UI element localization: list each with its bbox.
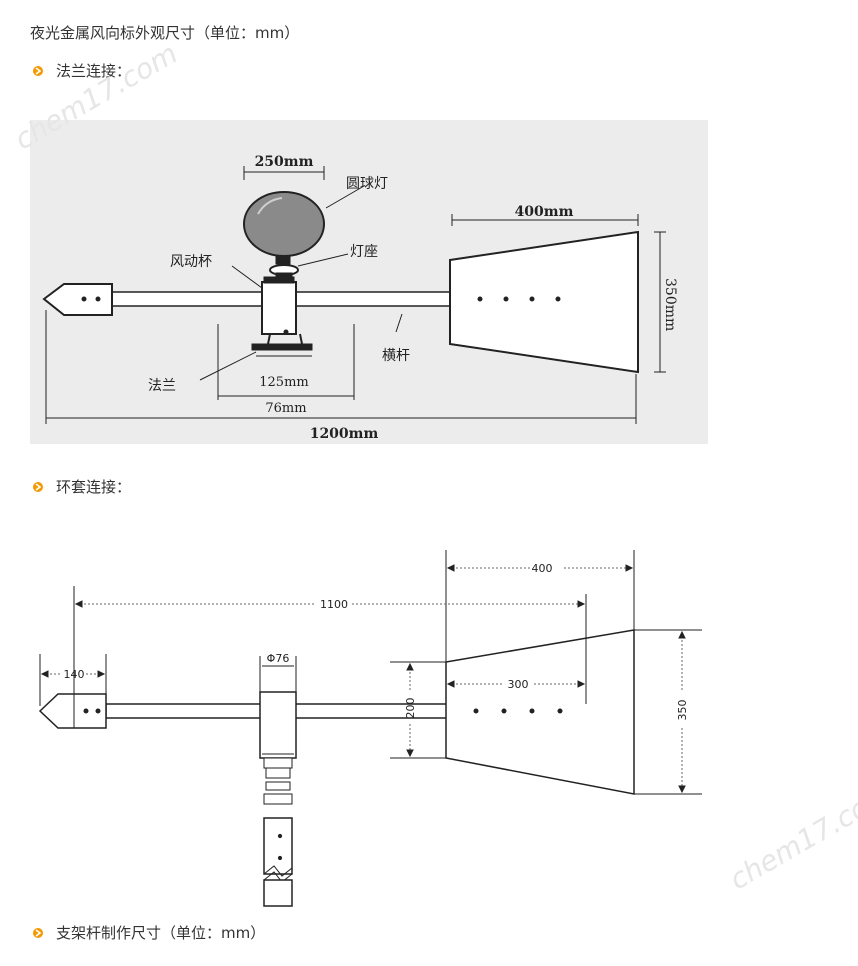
label-cup: 风动杯 bbox=[170, 254, 212, 270]
dim-pipe: 76mm bbox=[265, 401, 306, 416]
bullet-icon bbox=[32, 64, 46, 78]
label-crossbar: 横杆 bbox=[382, 348, 410, 364]
watermark: chem17.com bbox=[723, 776, 858, 897]
dim-ball: 250mm bbox=[255, 154, 314, 170]
dim-h1: 200 bbox=[404, 698, 417, 719]
label-flange: 法兰 bbox=[148, 378, 176, 394]
section-ring: 环套连接： bbox=[32, 476, 131, 497]
label-lamp-base: 灯座 bbox=[350, 244, 378, 260]
dim-length: 1100 bbox=[320, 598, 348, 611]
dim-head: 140 bbox=[64, 668, 85, 681]
dim-tail: 400 bbox=[532, 562, 553, 575]
dim-tail-h: 350mm bbox=[662, 278, 678, 331]
section-flange: 法兰连接： bbox=[32, 60, 131, 81]
bullet-icon bbox=[32, 926, 46, 940]
dim-inner: 300 bbox=[508, 678, 529, 691]
dim-pipe: Φ76 bbox=[267, 652, 290, 665]
section-ring-label: 环套连接： bbox=[56, 478, 132, 496]
dim-total: 1200mm bbox=[310, 426, 379, 442]
section-bracket-label: 支架杆制作尺寸（单位：mm） bbox=[56, 924, 266, 942]
dim-h2: 350 bbox=[676, 700, 689, 721]
section-flange-label: 法兰连接： bbox=[56, 62, 132, 80]
page-title: 夜光金属风向标外观尺寸（单位：mm） bbox=[30, 24, 300, 42]
label-ball-lamp: 圆球灯 bbox=[346, 176, 388, 192]
ring-diagram: 400 1100 140 Φ76 300 200 350 bbox=[30, 536, 720, 908]
bullet-icon bbox=[32, 480, 46, 494]
section-bracket: 支架杆制作尺寸（单位：mm） bbox=[32, 922, 265, 943]
dim-tail: 400mm bbox=[515, 204, 574, 220]
dim-flange: 125mm bbox=[259, 375, 308, 390]
flange-diagram: 250mm 圆球灯 灯座 风动杯 400mm 350mm 横杆 法兰 125mm… bbox=[30, 120, 708, 444]
